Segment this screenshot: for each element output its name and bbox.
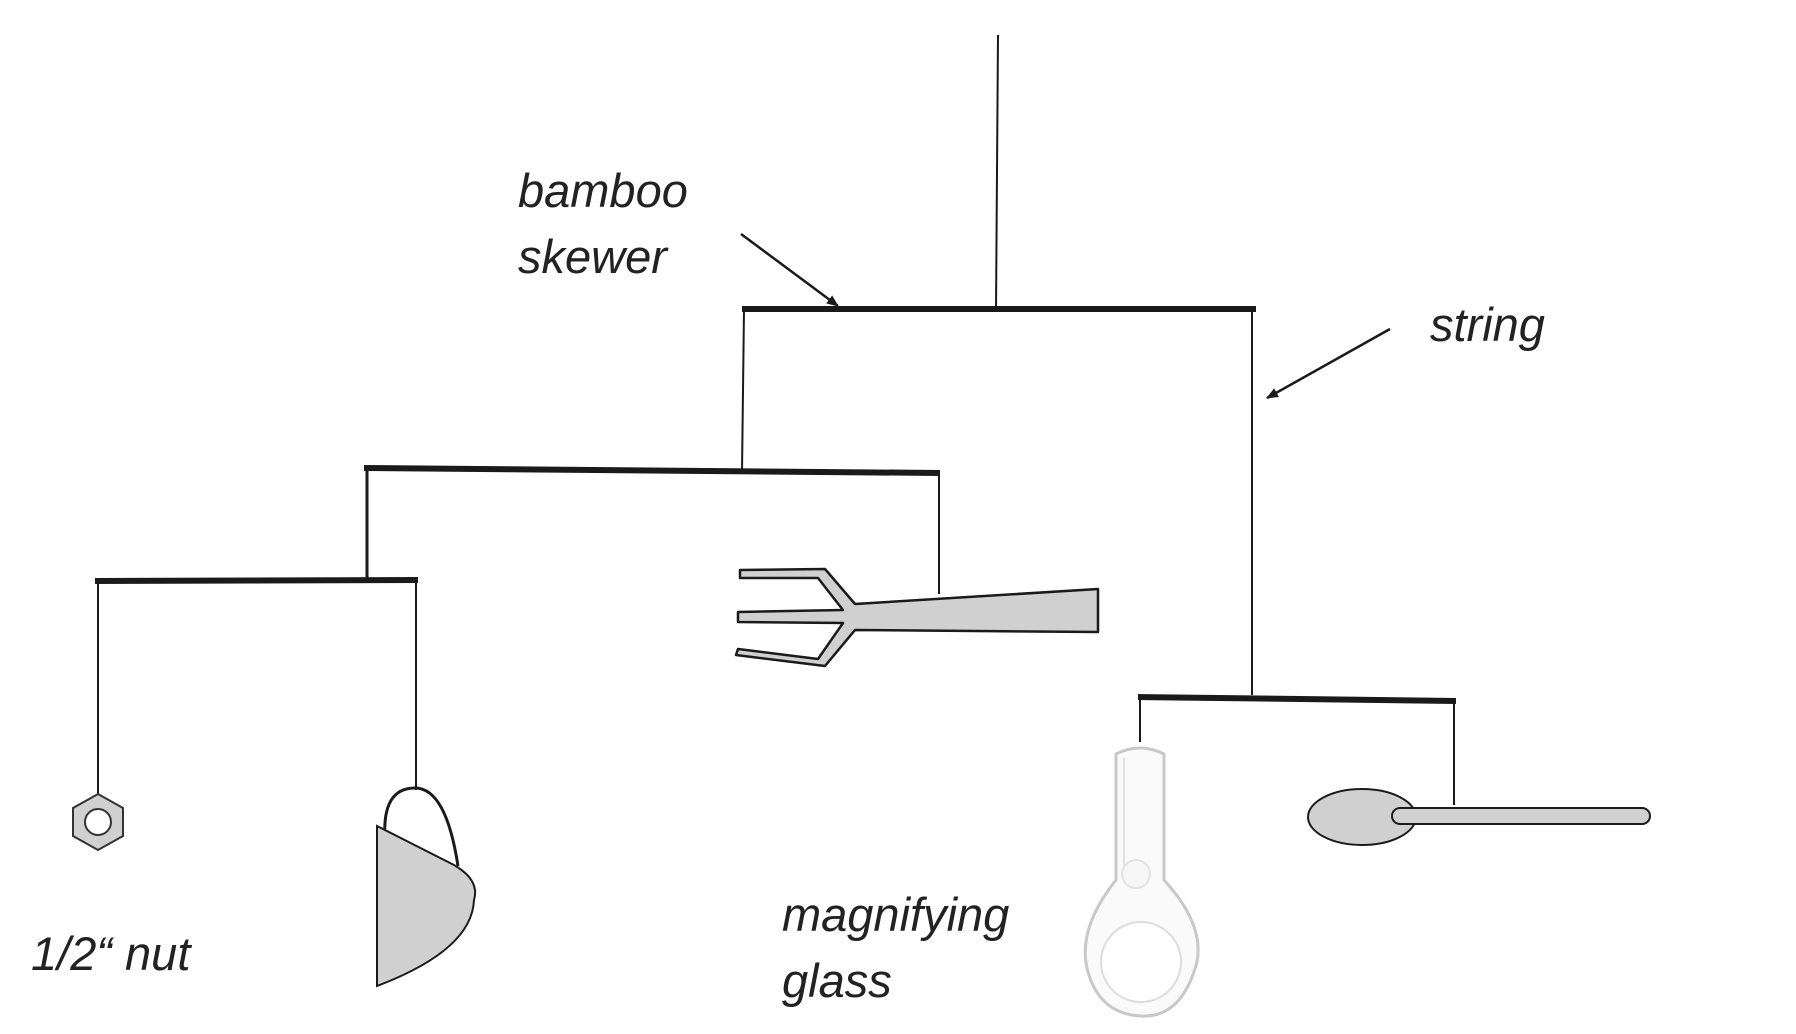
label-nut: 1/2“ nut (31, 927, 192, 980)
lower-left-skewer (94, 577, 419, 584)
label-magnifying-line1: magnifying (782, 888, 1009, 941)
string-arrow (1266, 327, 1391, 400)
spoon-icon (1307, 788, 1651, 846)
label-magnifying-line2: glass (782, 954, 892, 1007)
label-bamboo-line2: skewer (518, 230, 669, 283)
middle-skewer (363, 465, 941, 476)
label-bamboo-line1: bamboo (518, 164, 688, 217)
bamboo-arrow (740, 232, 839, 308)
hex-nut-icon (72, 792, 124, 852)
lower-right-skewer (1137, 694, 1457, 704)
magnifying-glass-icon (1083, 746, 1200, 1018)
label-string: string (1430, 298, 1545, 351)
top-string (995, 34, 999, 311)
left-drop-string (741, 308, 745, 473)
tea-cup-icon (376, 786, 476, 988)
fork-icon (734, 567, 1100, 668)
